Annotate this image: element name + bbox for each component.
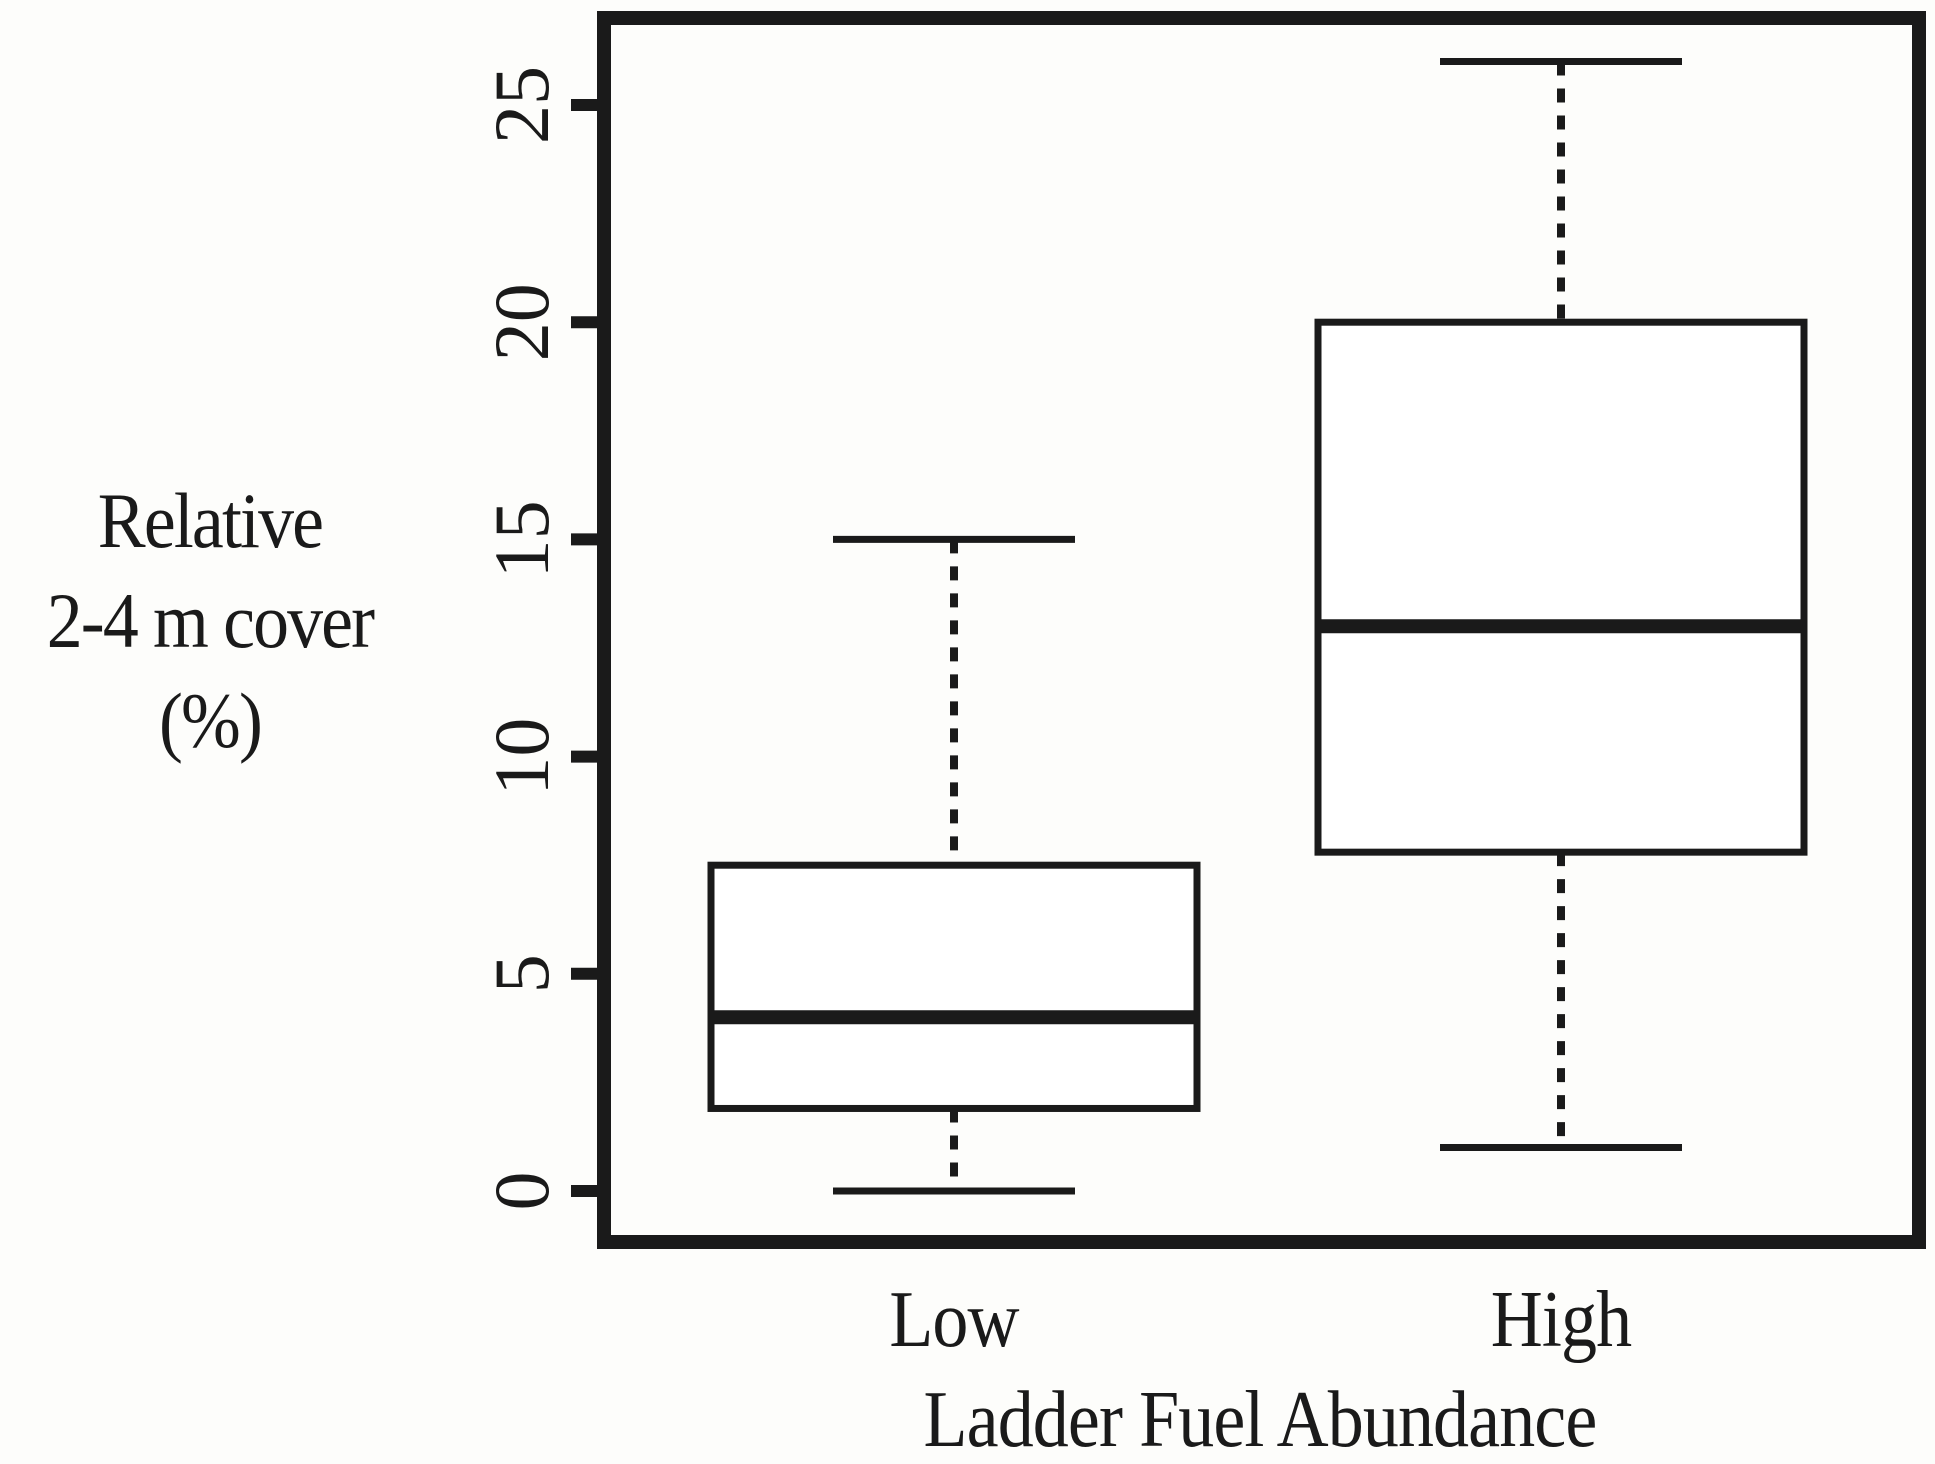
y-tick-label: 15 <box>478 500 565 578</box>
y-axis: 0 5 10 15 20 25 <box>478 66 598 1211</box>
x-tick-label-low: Low <box>889 1276 1019 1364</box>
x-tick-label-high: High <box>1490 1276 1632 1364</box>
iqr-box <box>707 861 1201 1112</box>
y-tick-label: 5 <box>478 954 565 993</box>
box-low <box>707 535 1201 1195</box>
box-group <box>707 58 1808 1195</box>
x-axis-label: Ladder Fuel Abundance <box>923 1376 1598 1464</box>
y-tick-label: 25 <box>478 66 565 144</box>
iqr-box <box>1314 318 1808 856</box>
plot-frame <box>597 11 1926 1249</box>
y-axis-label-line-1: Relative <box>97 477 324 564</box>
y-axis-label-line-3: (%) <box>158 677 263 764</box>
box-high <box>1314 58 1808 1152</box>
y-axis-label-line-2: 2-4 m cover <box>46 577 375 664</box>
y-tick-label: 10 <box>478 718 565 796</box>
y-tick-label: 20 <box>478 283 565 361</box>
y-tick-label: 0 <box>478 1172 565 1211</box>
